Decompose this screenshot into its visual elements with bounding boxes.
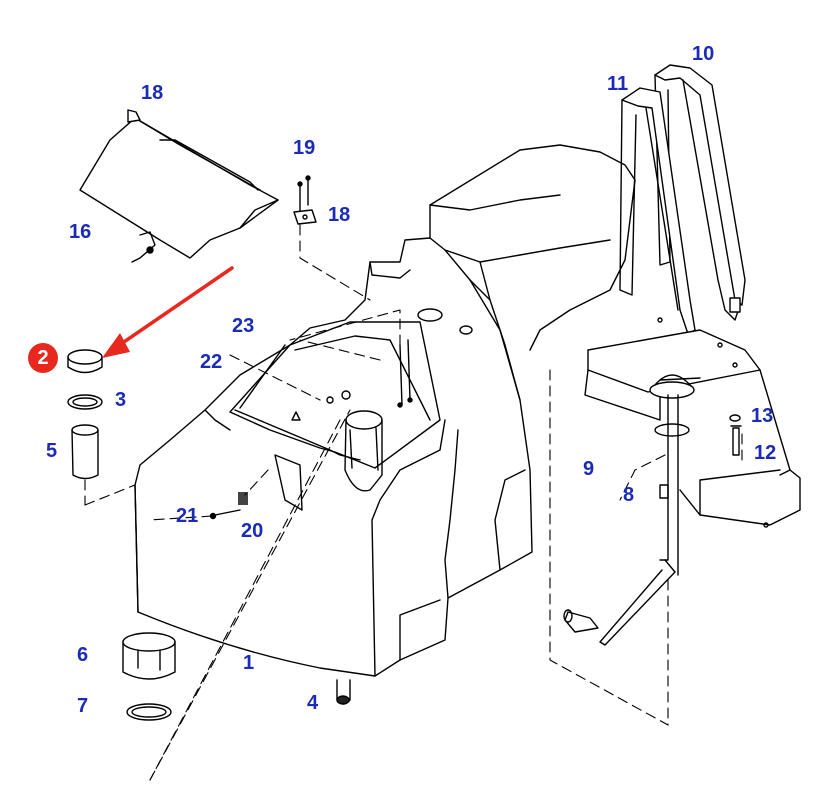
highlight-badge: 2 <box>28 343 58 373</box>
highlight-arrow <box>102 266 234 358</box>
callout-7: 7 <box>77 695 89 717</box>
callout-6: 6 <box>77 644 89 666</box>
callout-11: 11 <box>607 73 629 95</box>
callout-5: 5 <box>46 440 58 462</box>
heat-shield <box>79 109 279 263</box>
callout-12: 12 <box>754 442 777 464</box>
callout-8: 8 <box>623 484 635 506</box>
callout-18-bracket: 18 <box>328 204 351 226</box>
callout-4: 4 <box>307 692 319 714</box>
fuel-cap <box>67 349 103 374</box>
fuel-tank <box>134 144 636 677</box>
callout-19: 19 <box>293 137 316 159</box>
drain-plug <box>336 679 351 705</box>
filler-ring <box>122 632 176 680</box>
callout-18-shield-clip: 18 <box>141 82 164 104</box>
callout-3: 3 <box>115 389 127 411</box>
callout-16: 16 <box>69 221 92 243</box>
mounting-straps <box>619 64 746 335</box>
fuel-sender <box>563 374 701 646</box>
filler-strainer <box>71 424 99 480</box>
bracket-and-bolts <box>293 175 317 225</box>
callout-1: 1 <box>243 652 255 674</box>
cap-gasket <box>67 394 103 410</box>
callout-21: 21 <box>176 505 199 527</box>
callout-23: 23 <box>232 315 255 337</box>
mounting-frame <box>584 317 801 528</box>
filler-seal <box>126 703 172 721</box>
callout-9: 9 <box>583 458 595 480</box>
callout-22: 22 <box>200 351 223 373</box>
callout-20: 20 <box>241 520 264 542</box>
bolt-and-washer <box>729 414 742 456</box>
callout-13: 13 <box>751 405 774 427</box>
callout-10: 10 <box>692 43 715 65</box>
leader-lines <box>84 224 743 781</box>
